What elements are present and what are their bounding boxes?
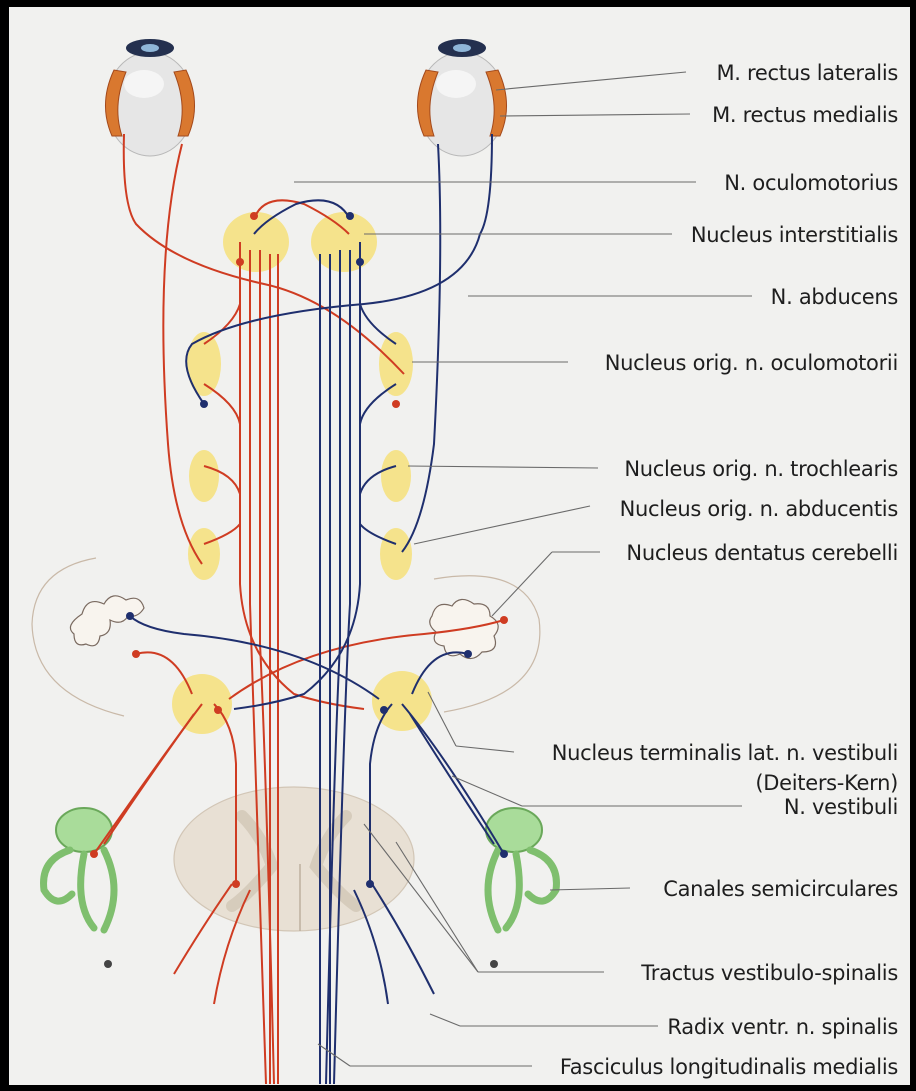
- label-n-abducens: N. abducens: [771, 285, 898, 309]
- nucleus-oculomotorii-right: [379, 332, 413, 396]
- nucleus-abducentis-right: [380, 528, 412, 580]
- eye-right: [417, 39, 506, 156]
- label-canales-semicirculares: Canales semicirculares: [663, 877, 898, 901]
- spinal-cord-section: [174, 787, 414, 931]
- nucleus-trochlearis-right: [381, 450, 411, 502]
- label-fasciculus-longitudinalis: Fasciculus longitudinalis medialis: [560, 1055, 898, 1079]
- label-m-rectus-lateralis: M. rectus lateralis: [716, 61, 898, 85]
- label-nucleus-abducentis: Nucleus orig. n. abducentis: [620, 497, 898, 521]
- label-nucleus-oculomotorii: Nucleus orig. n. oculomotorii: [605, 351, 898, 375]
- diagram-frame: M. rectus lateralis M. rectus medialis N…: [4, 4, 910, 1085]
- nucleus-trochlearis-left: [189, 450, 219, 502]
- nucleus-abducentis-left: [188, 528, 220, 580]
- label-nucleus-dentatus: Nucleus dentatus cerebelli: [626, 541, 898, 565]
- label-radix-ventr: Radix ventr. n. spinalis: [667, 1015, 898, 1039]
- labyrinth-left: [44, 808, 114, 968]
- label-m-rectus-medialis: M. rectus medialis: [712, 103, 898, 127]
- label-deiters-kern: (Deiters-Kern): [755, 771, 898, 795]
- nucleus-oculomotorii-left: [187, 332, 221, 396]
- nucleus-interstitialis-left: [223, 212, 289, 272]
- label-tractus-vestibulo-spinalis: Tractus vestibulo-spinalis: [640, 961, 898, 985]
- label-n-vestibuli: N. vestibuli: [784, 795, 898, 819]
- vestibular-pathway-diagram: M. rectus lateralis M. rectus medialis N…: [4, 4, 910, 1085]
- dentate-nucleus-left: [70, 596, 144, 646]
- label-nucleus-interstitialis: Nucleus interstitialis: [691, 223, 898, 247]
- label-nucleus-terminalis: Nucleus terminalis lat. n. vestibuli: [552, 741, 898, 765]
- label-n-oculomotorius: N. oculomotorius: [724, 171, 898, 195]
- labyrinth-right: [486, 808, 556, 968]
- eye-left: [105, 39, 194, 156]
- label-nucleus-trochlearis: Nucleus orig. n. trochlearis: [624, 457, 898, 481]
